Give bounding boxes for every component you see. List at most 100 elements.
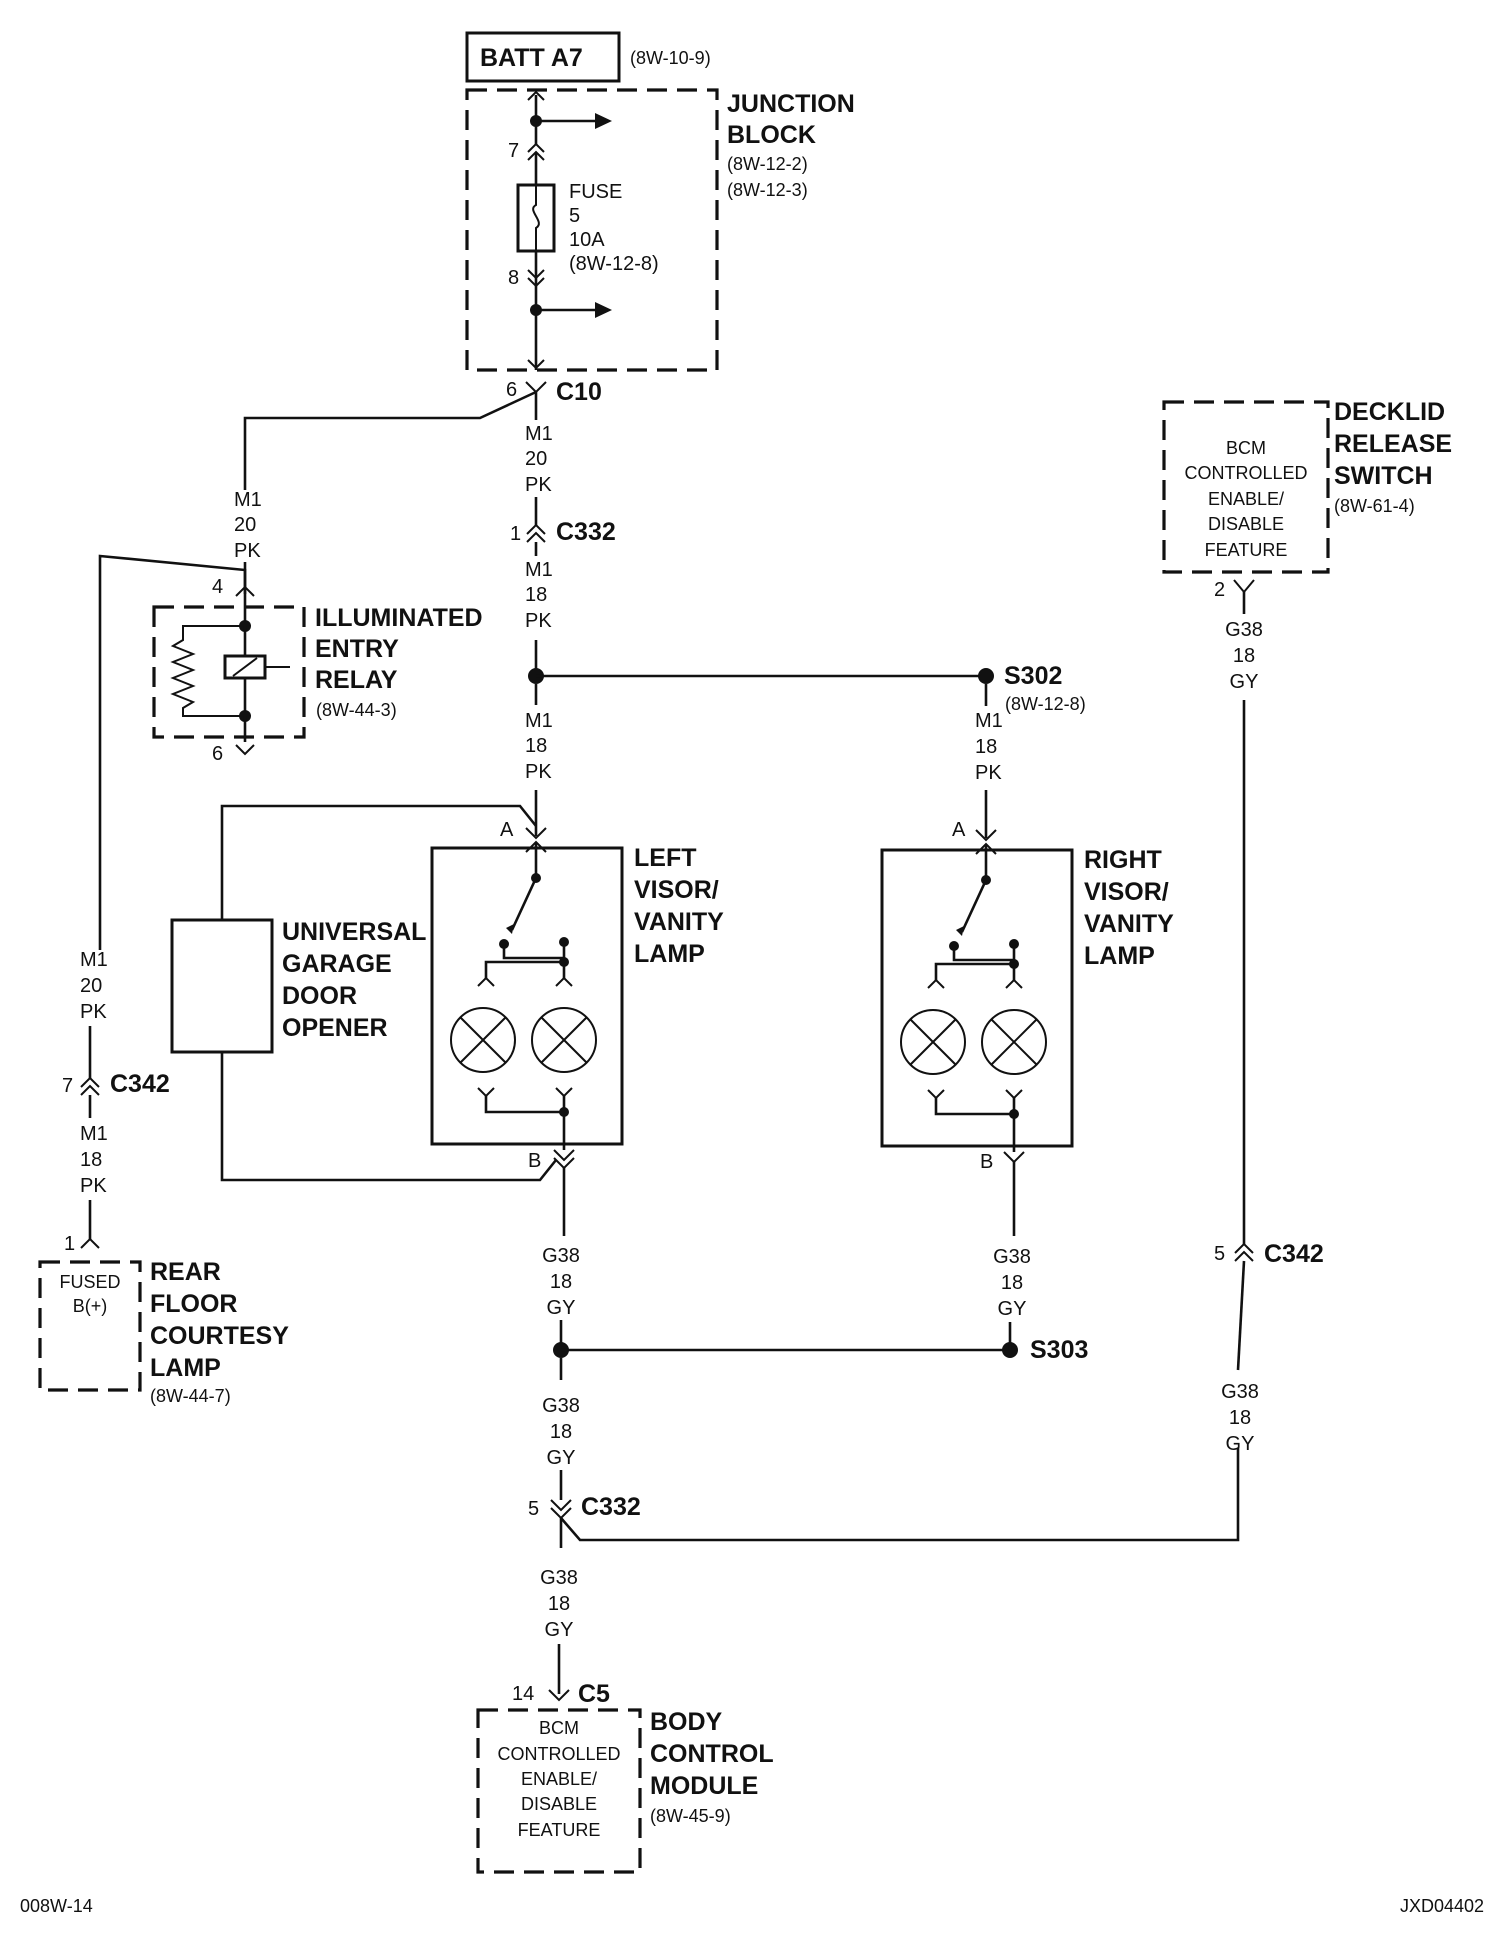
decklid-title-3: SWITCH [1334,462,1433,490]
wire-garage-top [220,804,538,920]
decklid-ref: (8W-61-4) [1334,496,1415,516]
decklid-inner-2: CONTROLLED [1184,463,1307,483]
rear-lamp-pin1: 1 [64,1233,75,1255]
right-visor-lamp1-bot-conn [927,1089,945,1100]
wire-label-right-visor-feed: M1 18 PK [975,710,1003,784]
left-visor-lamp2-bot-conn [555,1087,573,1098]
right-visor-title-3: VANITY [1084,910,1174,938]
left-visor-title-2: VISOR/ [634,876,719,904]
left-visor-pin-b: B [528,1150,541,1172]
rear-lamp-outline [38,1260,142,1392]
c10-connector [525,381,547,394]
c342-left-connector [80,1076,100,1096]
wire-relay-feed-1: M1 [234,489,262,511]
rear-lamp-ref: (8W-44-7) [150,1386,231,1406]
c332-bottom-connector [550,1499,572,1520]
relay-title-1: ILLUMINATED [315,604,483,632]
bcm-inner-2: CONTROLLED [497,1744,620,1764]
wire-label-decklid-lower: G38 18 GY [1221,1381,1259,1455]
c332-bottom-pin: 5 [528,1498,539,1520]
decklid-outline [1162,400,1330,574]
wire-left-visor-feed-2: 18 [525,735,547,757]
c5-label: C5 [578,1680,610,1708]
wire-right-ground-3: GY [998,1298,1027,1320]
relay-pin6-connector [235,744,255,756]
right-visor-pin-b: B [980,1151,993,1173]
wire-s303-c332-1: G38 [542,1395,580,1417]
footer-right-code: JXD04402 [1400,1896,1484,1916]
wire-label-rear-lamp-upper: M1 20 PK [80,949,108,1023]
right-visor-pin-a: A [952,819,966,841]
right-visor-lamp2-bot-conn [1005,1089,1023,1100]
rear-lamp-title-1: REAR [150,1258,221,1286]
fuse-label-1: FUSE [569,181,622,203]
left-visor-lamp-return [484,1096,566,1150]
wire-c10-to-relay [243,390,537,490]
left-visor-lamp1-top-conn [477,976,495,987]
s303-label: S303 [1030,1336,1088,1364]
fuse-label-3: 10A [569,229,605,251]
relay-title: ILLUMINATED ENTRY RELAY (8W-44-3) [315,604,483,720]
right-visor-title: RIGHT VISOR/ VANITY LAMP [1084,846,1174,970]
junction-block-title: JUNCTION BLOCK (8W-12-2) (8W-12-3) [727,90,855,200]
left-visor-title-4: LAMP [634,940,705,968]
wire-label-left-visor-feed: M1 18 PK [525,710,553,783]
wire-c332-c5-2: 18 [548,1593,570,1615]
left-visor-pin-a: A [500,819,514,841]
wire-right-visor-feed-2: 18 [975,736,997,758]
wire-c342-right-down [1236,1260,1246,1371]
wire-rear-upper-1: M1 [80,949,108,971]
relay-coil-diag [232,657,258,677]
junction-block-ref-1: (8W-12-2) [727,154,808,174]
bcm-inner-5: FEATURE [518,1820,601,1840]
rear-lamp-pin1-connector [80,1237,100,1249]
wire-s303-c332-2: 18 [550,1421,572,1443]
relay-resistor [170,625,245,717]
junction-block-outline [465,88,719,372]
decklid-title: DECKLID RELEASE SWITCH (8W-61-4) [1334,398,1452,516]
wire-rear-lower-3: PK [80,1175,107,1197]
wire-left-ground-1: G38 [542,1245,580,1267]
junction-block-title-1: JUNCTION [727,90,855,118]
bcm-title-2: CONTROL [650,1740,774,1768]
batt-a7-ref: (8W-10-9) [630,48,711,68]
footer-left-code: 008W-14 [20,1896,93,1916]
right-visor-lamp1-top-conn [927,978,945,989]
fuse-5-element [532,185,540,251]
left-visor-lamp-feed [484,960,566,978]
s302-label: S302 [1004,662,1062,690]
wire-right-ground-1: G38 [993,1246,1031,1268]
wire-rear-upper-2: 20 [80,975,102,997]
wire-right-visor-feed-1: M1 [975,710,1003,732]
bcm-title: BODY CONTROL MODULE (8W-45-9) [650,1708,774,1826]
right-visor-pin-b-connector [1003,1151,1025,1164]
left-visor-contact-bus [502,942,566,960]
left-visor-switch-blade [510,877,538,931]
c342-right-label: C342 [1264,1240,1324,1268]
left-visor-title-1: LEFT [634,844,697,872]
wire-right-visor-feed-3: PK [975,762,1002,784]
decklid-inner-1: BCM [1226,438,1266,458]
wire-c332-to-c342-right [560,1448,1240,1542]
left-visor-lamp1-bot-conn [477,1087,495,1098]
right-visor-title-1: RIGHT [1084,846,1162,874]
right-visor-lamp-feed [934,962,1016,980]
jb-up-arrow-top [527,90,545,101]
garage-title-3: DOOR [282,982,357,1010]
c10-label: C10 [556,378,602,406]
wire-relay-to-rear-lamp [98,554,247,950]
c5-connector [548,1689,570,1702]
jb-pin8-label: 8 [508,267,519,289]
jb-arrow-top-head [595,113,612,129]
left-visor-bulb-2 [531,1007,597,1073]
wire-label-c10-c332: M1 20 PK [525,423,553,496]
right-visor-contact-bus [952,944,1016,962]
right-visor-switch-blade [960,879,988,933]
bcm-inner: BCM CONTROLLED ENABLE/ DISABLE FEATURE [497,1718,620,1840]
wire-s303-c332-3: GY [547,1447,576,1469]
relay-title-3: RELAY [315,666,398,694]
bcm-outline [476,1708,642,1874]
wire-decklid-upper-2: 18 [1233,645,1255,667]
c342-left-pin: 7 [62,1075,73,1097]
fuse-5-label: FUSE 5 10A (8W-12-8) [569,181,659,275]
